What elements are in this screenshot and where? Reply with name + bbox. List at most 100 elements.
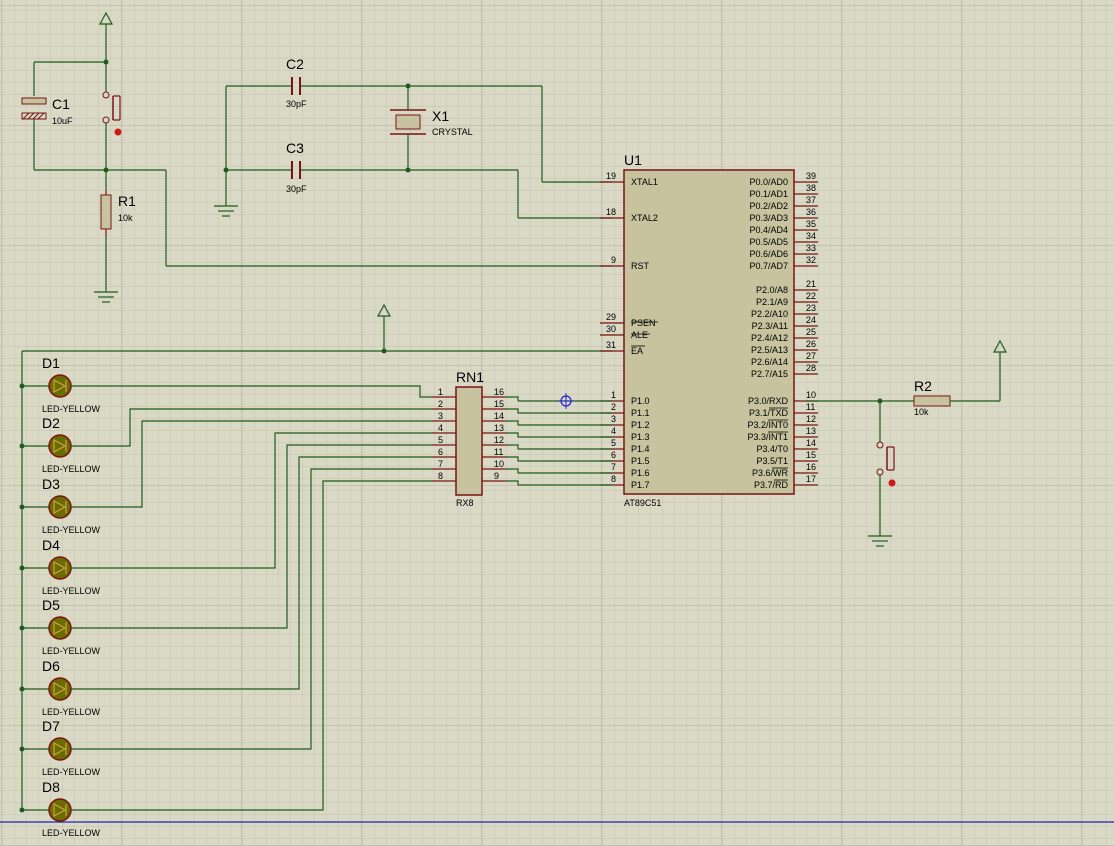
resistor-r1[interactable]: R1 10k (100, 190, 136, 236)
rn1-to-u1-wire[interactable] (506, 408, 612, 414)
rn1-pin-number: 6 (438, 447, 443, 457)
led-array[interactable]: D1LED-YELLOWD2LED-YELLOWD3LED-YELLOWD4LE… (19, 355, 433, 838)
led-to-rn1-wire[interactable] (71, 432, 432, 569)
c3-value: 30pF (286, 184, 307, 194)
led-to-rn1-wire[interactable] (71, 468, 432, 750)
ground-1[interactable] (94, 291, 118, 303)
led-to-rn1-wire[interactable] (71, 456, 432, 690)
rn1-pin-number: 15 (494, 399, 504, 409)
u1-pin-name: P1.1 (631, 408, 650, 418)
junction-dot (19, 746, 25, 752)
rn1-to-u1-wire[interactable] (506, 420, 612, 426)
reset-circuit[interactable]: C1 10uF R1 10k (21, 11, 612, 303)
led-to-rn1-wire[interactable] (71, 480, 432, 811)
crystal-x1[interactable]: X1 CRYSTAL (390, 86, 473, 170)
rn1-pin-number: 12 (494, 435, 504, 445)
ea-power[interactable] (21, 303, 612, 810)
u1-pin-name: P1.3 (631, 432, 650, 442)
u1-ref: U1 (624, 152, 642, 168)
u1-pin-name: P2.0/A8 (756, 285, 788, 295)
rn1-pin-number: 16 (494, 387, 504, 397)
u1-pin-name: P0.0/AD0 (749, 177, 788, 187)
u1-pin-number: 36 (806, 207, 816, 217)
diode-symbol (53, 681, 67, 697)
u1-pin-name: P3.4/T0 (756, 444, 788, 454)
mcu-u1[interactable]: U1 AT89C51 19XTAL118XTAL29RST29PSEN30ALE… (600, 152, 818, 508)
c2-ref: C2 (286, 56, 304, 72)
diode-symbol (53, 438, 67, 454)
c2-value: 30pF (286, 99, 307, 109)
u1-pin-number: 33 (806, 243, 816, 253)
u1-pin-name: P1.4 (631, 444, 650, 454)
rn1-to-u1-wire[interactable] (506, 432, 612, 438)
led-to-rn1-wire[interactable] (71, 420, 432, 508)
u1-pin-number: 32 (806, 255, 816, 265)
ground-3[interactable] (868, 535, 892, 547)
rn1-to-u1-wire[interactable] (506, 396, 519, 401)
u1-pin-name: RST (631, 261, 650, 271)
u1-part: AT89C51 (624, 498, 661, 508)
c1-ref: C1 (52, 96, 70, 112)
ground-2[interactable] (214, 205, 238, 217)
x1-ref: X1 (432, 108, 449, 124)
u1-pin-number: 14 (806, 438, 816, 448)
led-to-rn1-wire[interactable] (71, 385, 432, 398)
u1-pin-number: 26 (806, 339, 816, 349)
u1-pin-name: P1.0 (631, 396, 650, 406)
led-part: LED-YELLOW (42, 707, 101, 717)
led-ref: D5 (42, 597, 60, 613)
led-ref: D7 (42, 718, 60, 734)
led-body (48, 677, 72, 701)
u1-pin-number: 10 (806, 390, 816, 400)
led-part: LED-YELLOW (42, 828, 101, 838)
led-ref: D6 (42, 658, 60, 674)
led-to-rn1-wire[interactable] (71, 444, 432, 629)
r2-value: 10k (914, 407, 929, 417)
led-body (48, 798, 72, 822)
rn1-pin-number: 9 (494, 471, 499, 481)
u1-pin-name: P0.5/AD5 (749, 237, 788, 247)
u1-pin-name: P3.5/T1 (756, 456, 788, 466)
rn1-to-u1-wire[interactable] (506, 480, 612, 486)
p30-push-button[interactable] (876, 441, 896, 487)
oscillator-circuit[interactable]: C2 30pF C3 30pF X1 CRYSTAL (214, 56, 612, 219)
u1-pin-number: 11 (806, 402, 815, 412)
capacitor-c2[interactable]: C2 30pF (286, 56, 307, 109)
rn1-to-u1-wire[interactable] (506, 456, 612, 462)
rn1-ref: RN1 (456, 369, 484, 385)
capacitor-c3[interactable]: C3 30pF (286, 140, 307, 194)
u1-pin-number: 22 (806, 291, 816, 301)
u1-pin-name: EA (631, 346, 643, 356)
u1-pin-number: 23 (806, 303, 816, 313)
u1-pin-number: 27 (806, 351, 816, 361)
led-to-rn1-wire[interactable] (71, 408, 432, 447)
junction-dot (19, 625, 25, 631)
capacitor-c1[interactable]: C1 10uF (21, 96, 73, 126)
u1-pin-number: 31 (606, 340, 616, 350)
u1-pin-name: P1.7 (631, 480, 650, 490)
r1-ref: R1 (118, 193, 136, 209)
rn1-to-u1-wire[interactable] (506, 468, 612, 474)
junction-dot (19, 383, 25, 389)
u1-pin-number: 24 (806, 315, 816, 325)
p30-circuit[interactable]: R2 10k (806, 339, 1008, 547)
u1-pin-name: P0.7/AD7 (749, 261, 788, 271)
led-ref: D4 (42, 537, 60, 553)
rn1-to-u1-wire[interactable] (506, 444, 612, 450)
reset-push-button[interactable] (102, 62, 122, 136)
u1-pin-name: P0.2/AD2 (749, 201, 788, 211)
u1-pin-name: P3.0/RXD (748, 396, 789, 406)
power-terminal-1[interactable] (98, 11, 114, 62)
led-body (48, 434, 72, 458)
probe-marker[interactable] (558, 393, 574, 409)
